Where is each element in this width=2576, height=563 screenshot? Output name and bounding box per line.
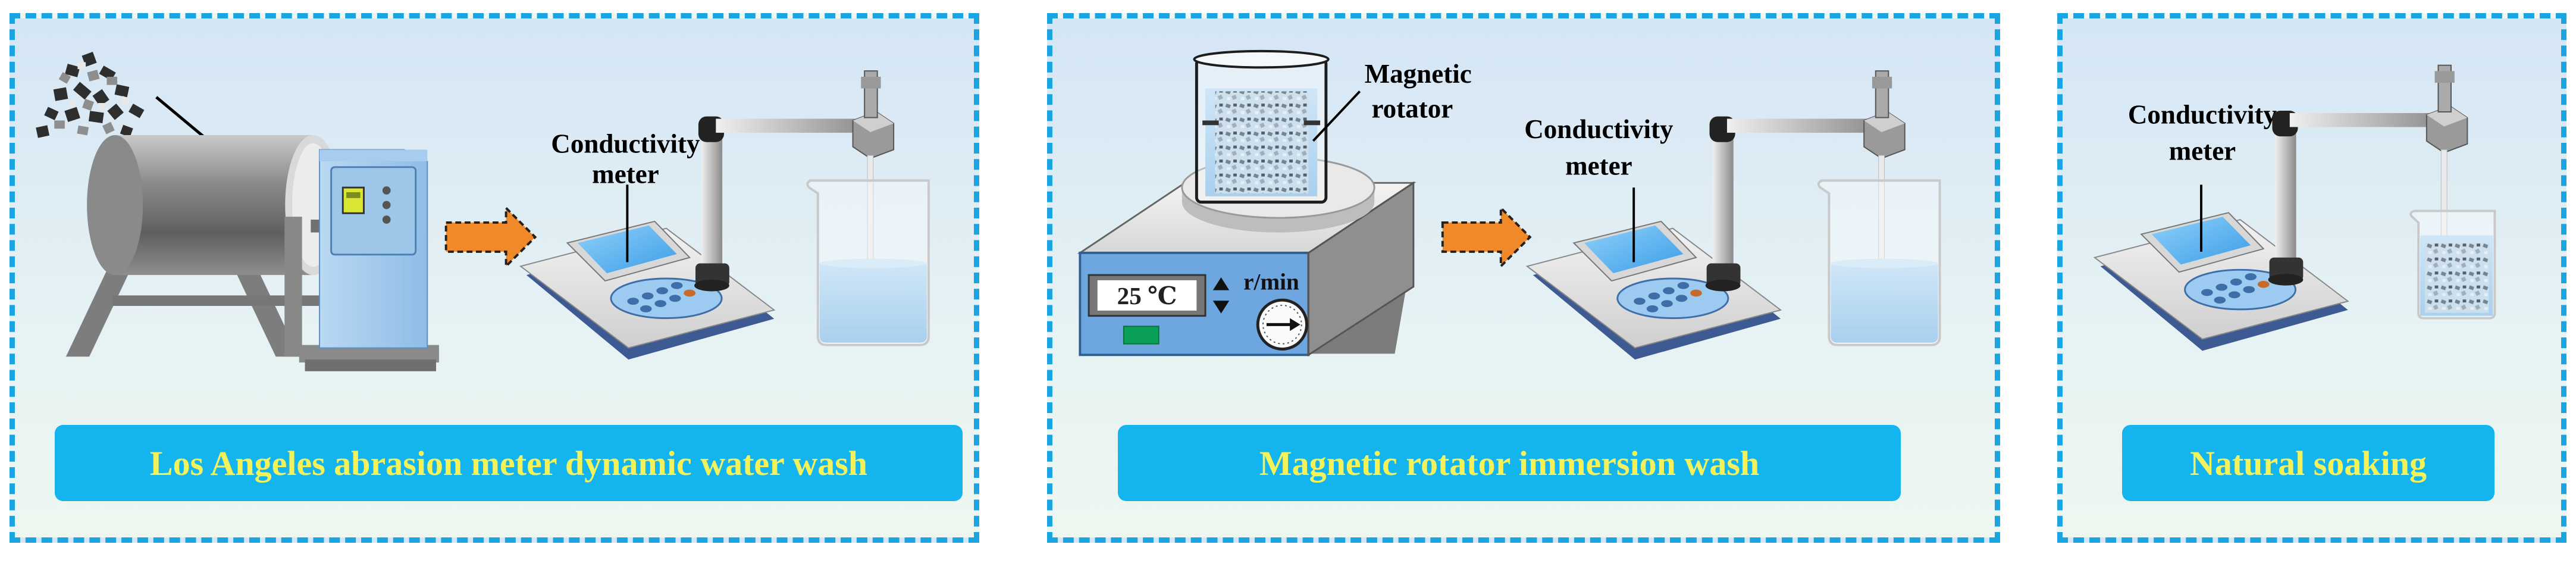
rotator-label: Magnetic (1365, 59, 1472, 89)
temp-up-icon (1212, 277, 1230, 290)
beaker-icon (1817, 179, 1941, 346)
abrasion-drum-icon (65, 135, 358, 357)
conductivity-meter-icon (2093, 184, 2349, 351)
caption-magnetic-wash: Magnetic rotator immersion wash (1259, 443, 1760, 483)
panel-natural-soaking: Conductivity meter Natura (2057, 13, 2566, 543)
temperature-readout: 25 ℃ (1117, 282, 1177, 309)
panel-magnetic-wash: 25 ℃ r/min Magnetic rotator (1047, 13, 2000, 543)
soaking-scene: Conductivity meter (2093, 64, 2496, 351)
panel-abrasion-wash: Conductivity meter (10, 13, 979, 543)
meter-label-line2: meter (1565, 151, 1632, 181)
aggregate-pile-icon (36, 52, 145, 138)
abrasion-control-cabinet-icon (299, 149, 439, 371)
process-arrow-icon (444, 205, 537, 270)
caption-abrasion-wash: Los Angeles abrasion meter dynamic water… (149, 443, 868, 483)
power-indicator-icon (1123, 326, 1159, 345)
soaking-beaker-icon (2409, 209, 2496, 320)
process-arrow-icon (1441, 205, 1532, 270)
abrasion-scene: Conductivity meter (36, 52, 930, 371)
caption-natural-soaking: Natural soaking (2189, 443, 2427, 483)
beaker-icon (806, 179, 930, 346)
stirrer-beaker-icon (1193, 49, 1330, 204)
caption-bar: Natural soaking (2122, 425, 2494, 501)
electrode-stand-icon (694, 70, 895, 292)
magnetic-scene: 25 ℃ r/min Magnetic rotator (1077, 49, 1941, 360)
rotator-label-line2: rotator (1371, 94, 1453, 124)
meter-label-line2: meter (592, 159, 659, 189)
speed-unit-label: r/min (1243, 270, 1299, 295)
electrode-stand-icon (1705, 70, 1906, 292)
meter-label: Conductivity (2128, 100, 2277, 130)
electrode-stand-icon (2268, 64, 2468, 286)
conductivity-meter-icon (1525, 187, 1782, 360)
temp-down-icon (1212, 301, 1230, 314)
conductivity-meter-icon (519, 220, 776, 360)
meter-label: Conductivity (551, 129, 700, 158)
meter-label-line2: meter (2169, 136, 2236, 165)
meter-label: Conductivity (1524, 114, 1674, 144)
caption-bar: Magnetic rotator immersion wash (1118, 425, 1901, 501)
caption-bar: Los Angeles abrasion meter dynamic water… (55, 425, 963, 501)
